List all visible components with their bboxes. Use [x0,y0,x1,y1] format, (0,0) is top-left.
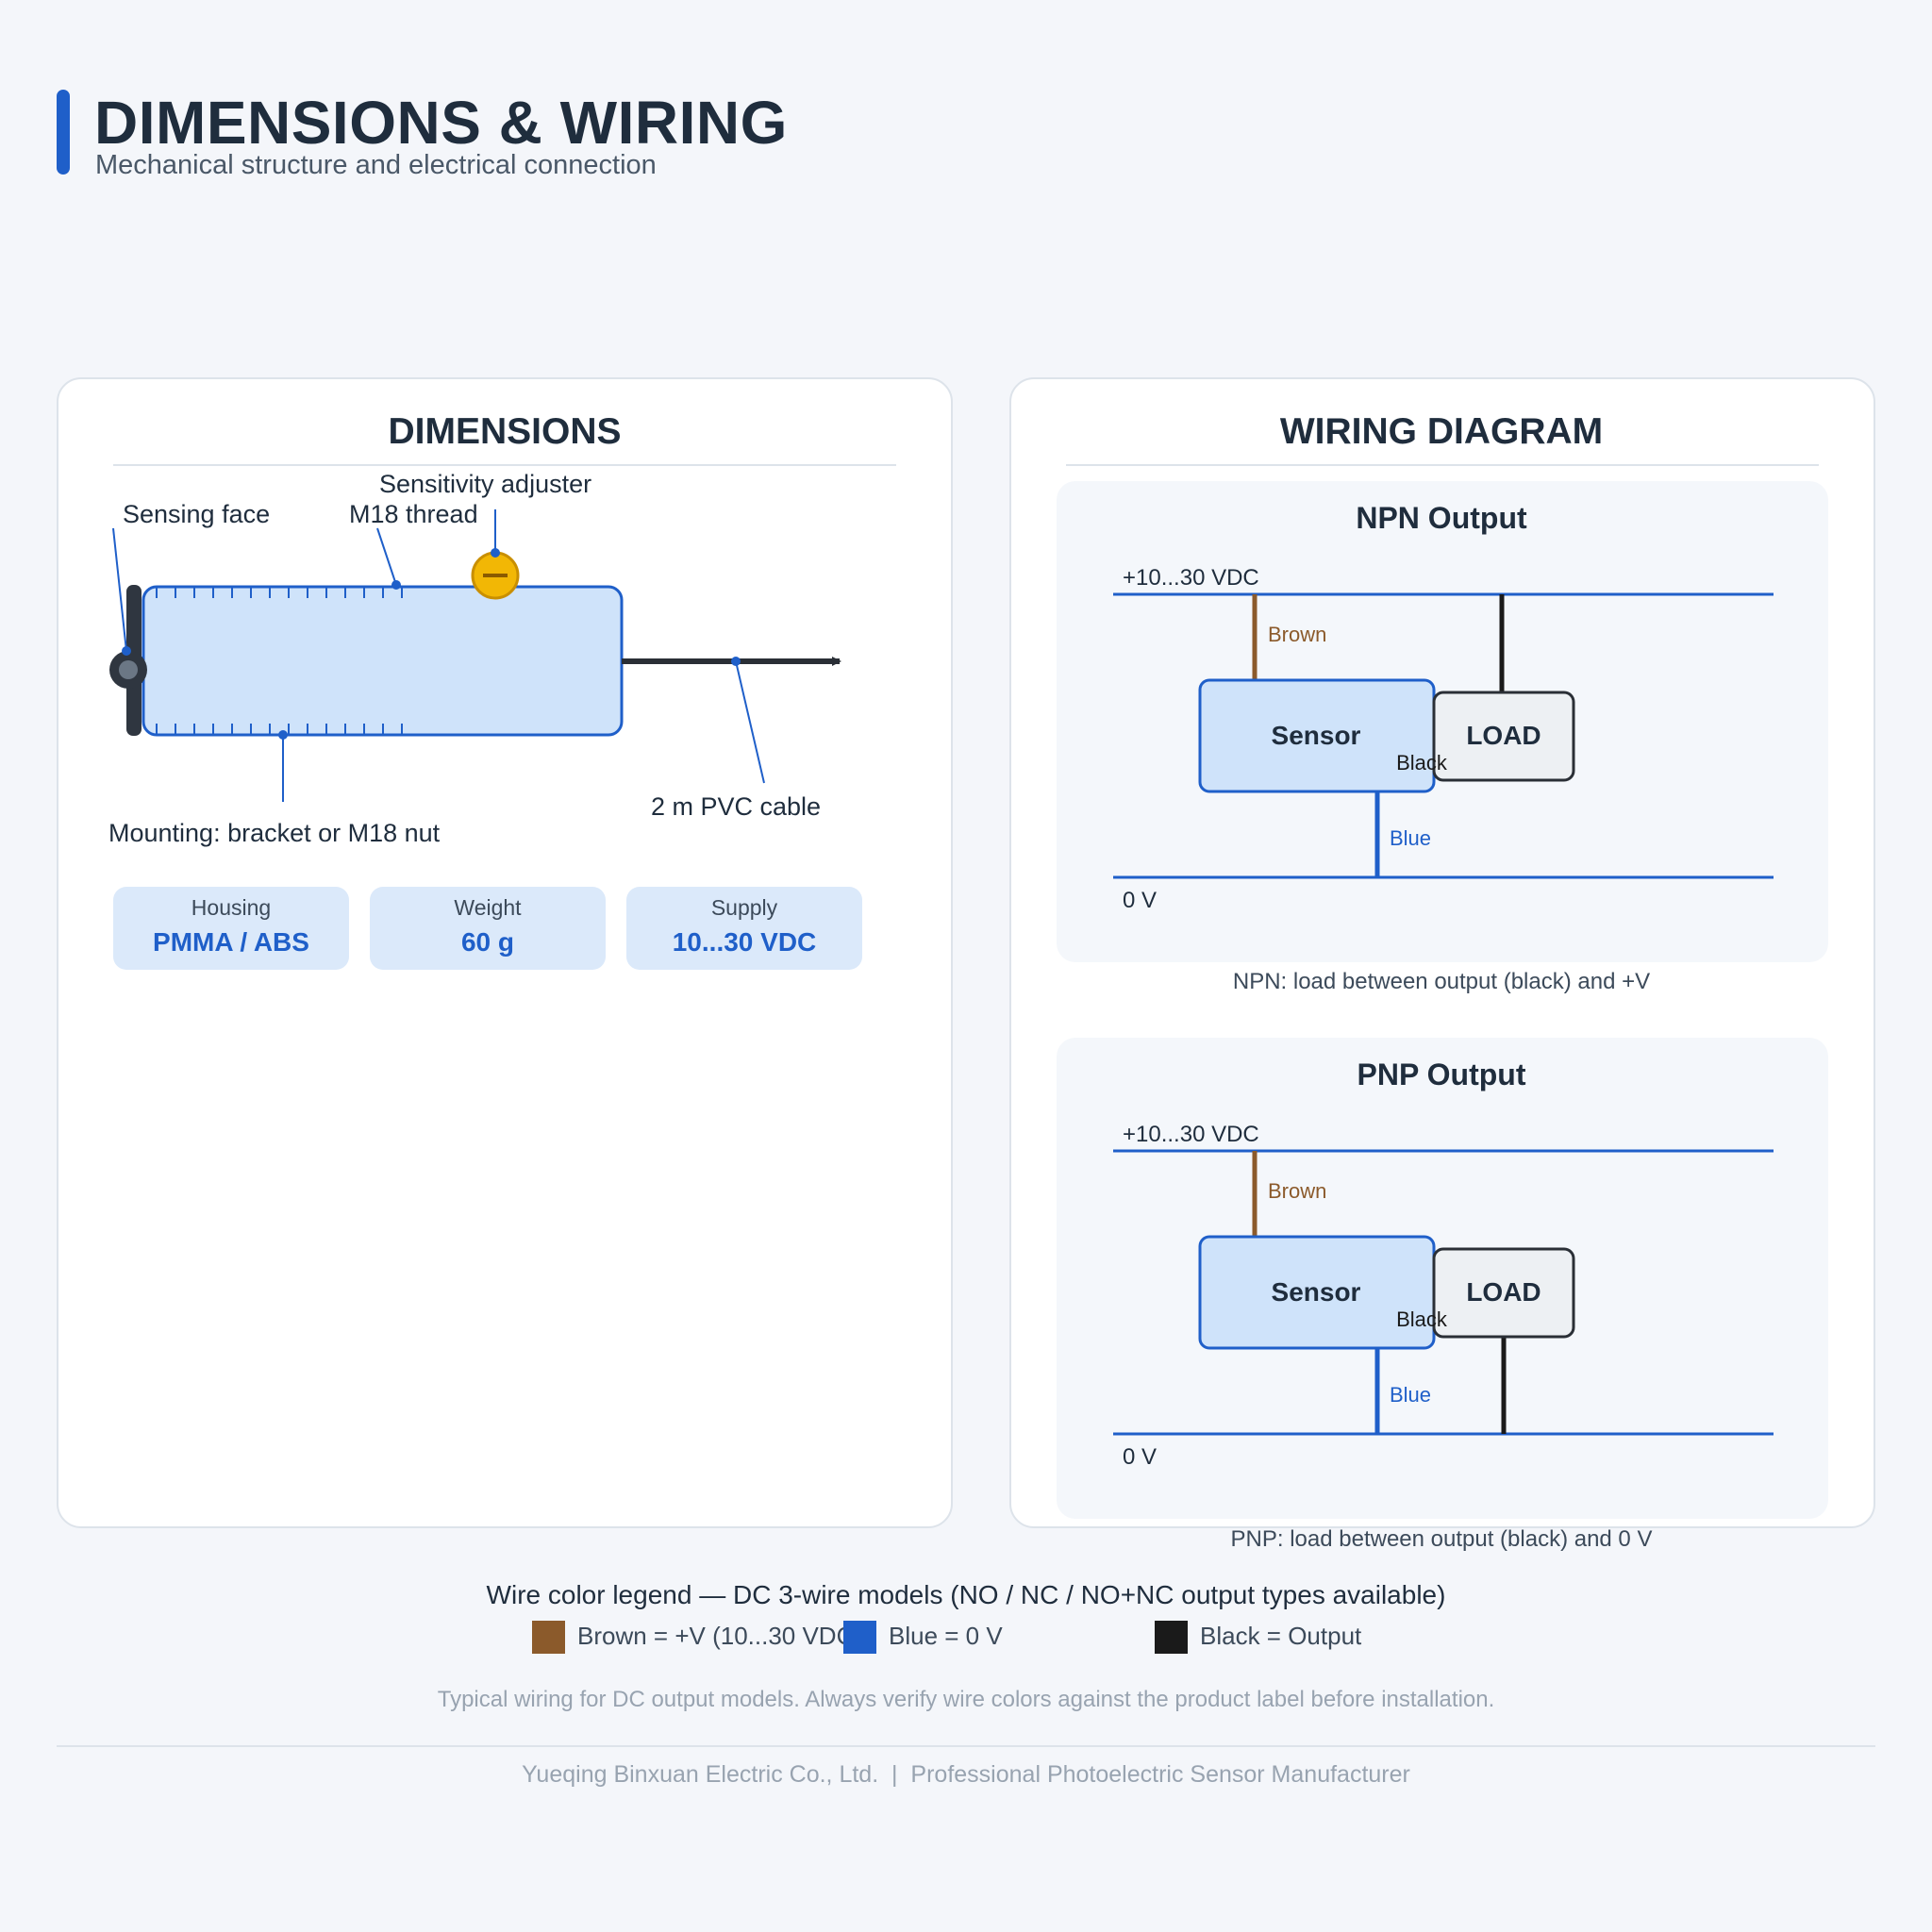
page-title: DIMENSIONS & WIRING [94,89,788,157]
npn-load-label: LOAD [1466,721,1541,750]
leader-dot-thread [391,580,401,590]
leader-dot-sensing-face [122,646,131,656]
spec-box-supply: Supply 10...30 VDC [626,887,862,970]
pnp-sensor-label: Sensor [1272,1277,1361,1307]
spec-label: Supply [711,895,778,920]
legend-swatch-blue [843,1621,876,1654]
pnp-black-label: Black [1396,1307,1448,1331]
spec-value: PMMA / ABS [153,927,309,957]
header-accent-bar [57,90,70,175]
npn-supply-label: +10...30 VDC [1123,565,1259,591]
callout-sensing-face: Sensing face [123,500,270,528]
leader-dot-adjuster [491,548,500,558]
pnp-load-label: LOAD [1466,1277,1541,1307]
spec-box-weight: Weight 60 g [370,887,606,970]
leader-thread [376,527,397,586]
pnp-title: PNP Output [1357,1058,1526,1091]
callout-cable: 2 m PVC cable [651,792,821,821]
npn-black-label: Black [1396,751,1448,774]
spec-box-housing: Housing PMMA / ABS [113,887,349,970]
lens-icon [119,660,138,679]
legend-item-black: Black = Output [1155,1621,1362,1654]
pnp-panel: PNP Output +10...30 VDC 0 V Brown Blue S… [1057,1038,1828,1519]
npn-panel: NPN Output +10...30 VDC 0 V Brown Blue S… [1057,481,1828,962]
wiring-title: WIRING DIAGRAM [1280,411,1603,452]
spec-label: Weight [454,895,522,920]
legend-swatch-brown [532,1621,565,1654]
spec-value: 10...30 VDC [673,927,817,957]
spec-value: 60 g [461,927,514,957]
callout-mounting: Mounting: bracket or M18 nut [108,819,441,847]
installation-note: Typical wiring for DC output models. Alw… [438,1687,1495,1712]
dimensions-title: DIMENSIONS [388,411,621,452]
npn-sensor-label: Sensor [1272,721,1361,750]
legend-title: Wire color legend — DC 3-wire models (NO… [487,1580,1446,1609]
pnp-ground-label: 0 V [1123,1444,1157,1470]
npn-load-box [1432,691,1575,782]
legend-item-brown: Brown = +V (10...30 VDC) [532,1621,862,1654]
callout-thread: M18 thread [349,500,478,528]
npn-blue-label: Blue [1390,826,1431,850]
pnp-load-box [1432,1247,1575,1339]
npn-title: NPN Output [1356,501,1527,535]
legend-label-black: Black = Output [1200,1622,1362,1650]
leader-sensing-face [112,527,127,652]
legend-item-blue: Blue = 0 V [843,1621,1003,1654]
pnp-caption: PNP: load between output (black) and 0 V [1231,1526,1653,1552]
npn-caption: NPN: load between output (black) and +V [1233,969,1650,994]
page-subtitle: Mechanical structure and electrical conn… [95,150,657,180]
pnp-blue-label: Blue [1390,1383,1431,1407]
sensor-drawing [109,551,841,737]
spec-label: Housing [192,895,271,920]
leader-cable [735,660,765,784]
npn-ground-label: 0 V [1123,888,1157,913]
leader-dot-cable [731,657,741,666]
sensor-housing [142,585,624,737]
legend-label-brown: Brown = +V (10...30 VDC) [577,1622,862,1650]
footer-text: Yueqing Binxuan Electric Co., Ltd. | Pro… [522,1761,1410,1788]
thread-ticks-bottom [156,724,403,735]
leader-dot-mounting [278,730,288,740]
pnp-supply-label: +10...30 VDC [1123,1122,1259,1147]
callout-adjuster: Sensitivity adjuster [379,470,591,498]
npn-brown-label: Brown [1268,623,1326,646]
thread-ticks-top [156,587,403,598]
legend-swatch-black [1155,1621,1188,1654]
legend-label-blue: Blue = 0 V [889,1622,1003,1650]
pnp-brown-label: Brown [1268,1179,1326,1203]
